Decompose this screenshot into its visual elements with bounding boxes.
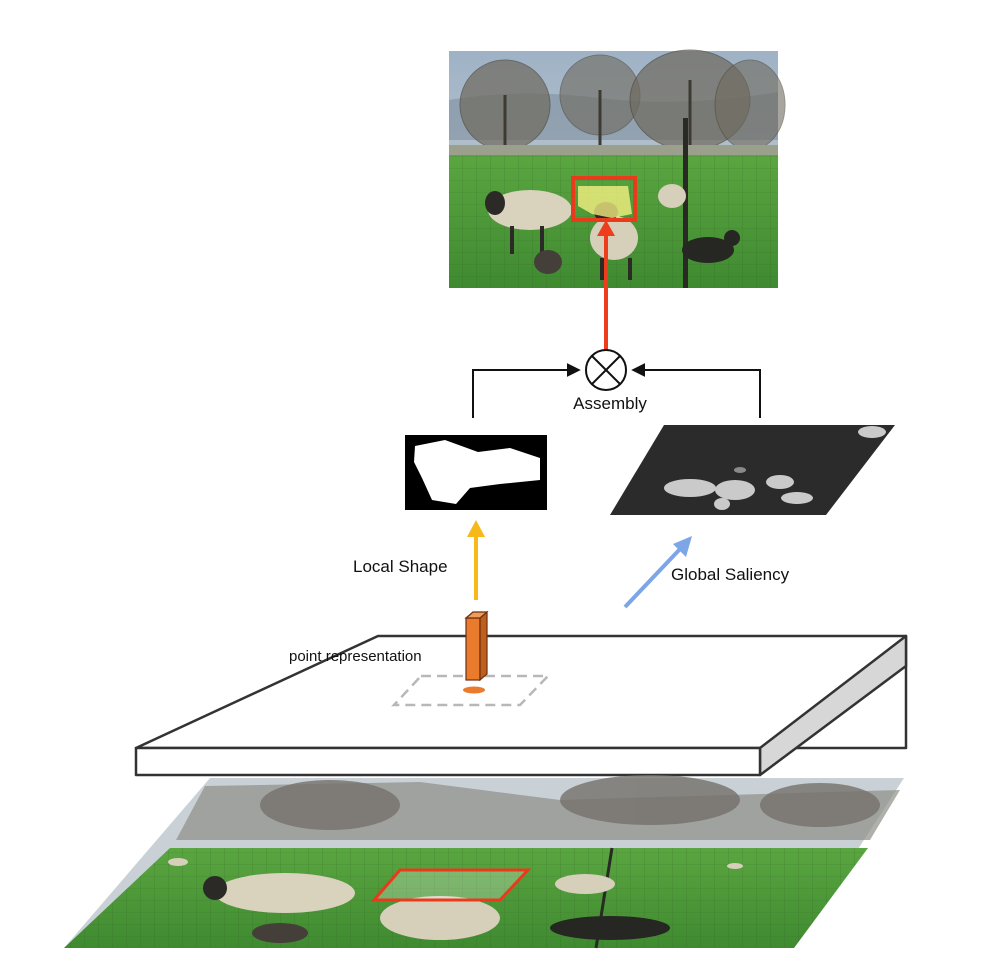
segmentation-mask-overlay [578,186,632,218]
trees [459,49,786,158]
local-shape-mask [405,435,547,510]
global-saliency-map [610,425,895,515]
detection-box [571,176,637,222]
input-sheep [168,858,743,943]
sampling-point [463,686,485,694]
input-region-box [370,868,532,902]
assembly-label: Assembly [573,394,647,413]
output-photo [449,49,786,288]
local-shape-arrow [467,520,485,600]
global-saliency-arrow [623,536,692,609]
sampling-region [391,674,551,707]
local-shape-label: Local Shape [353,557,448,576]
global-saliency-label: Global Saliency [671,565,790,584]
output-arrow [597,220,615,350]
circled-times-icon [585,349,627,391]
point-representation-label: point representation [289,648,422,665]
point-representation-bar [464,610,489,682]
feature-slab [134,634,908,777]
input-photo [64,775,904,949]
assembly-connectors [472,363,761,418]
